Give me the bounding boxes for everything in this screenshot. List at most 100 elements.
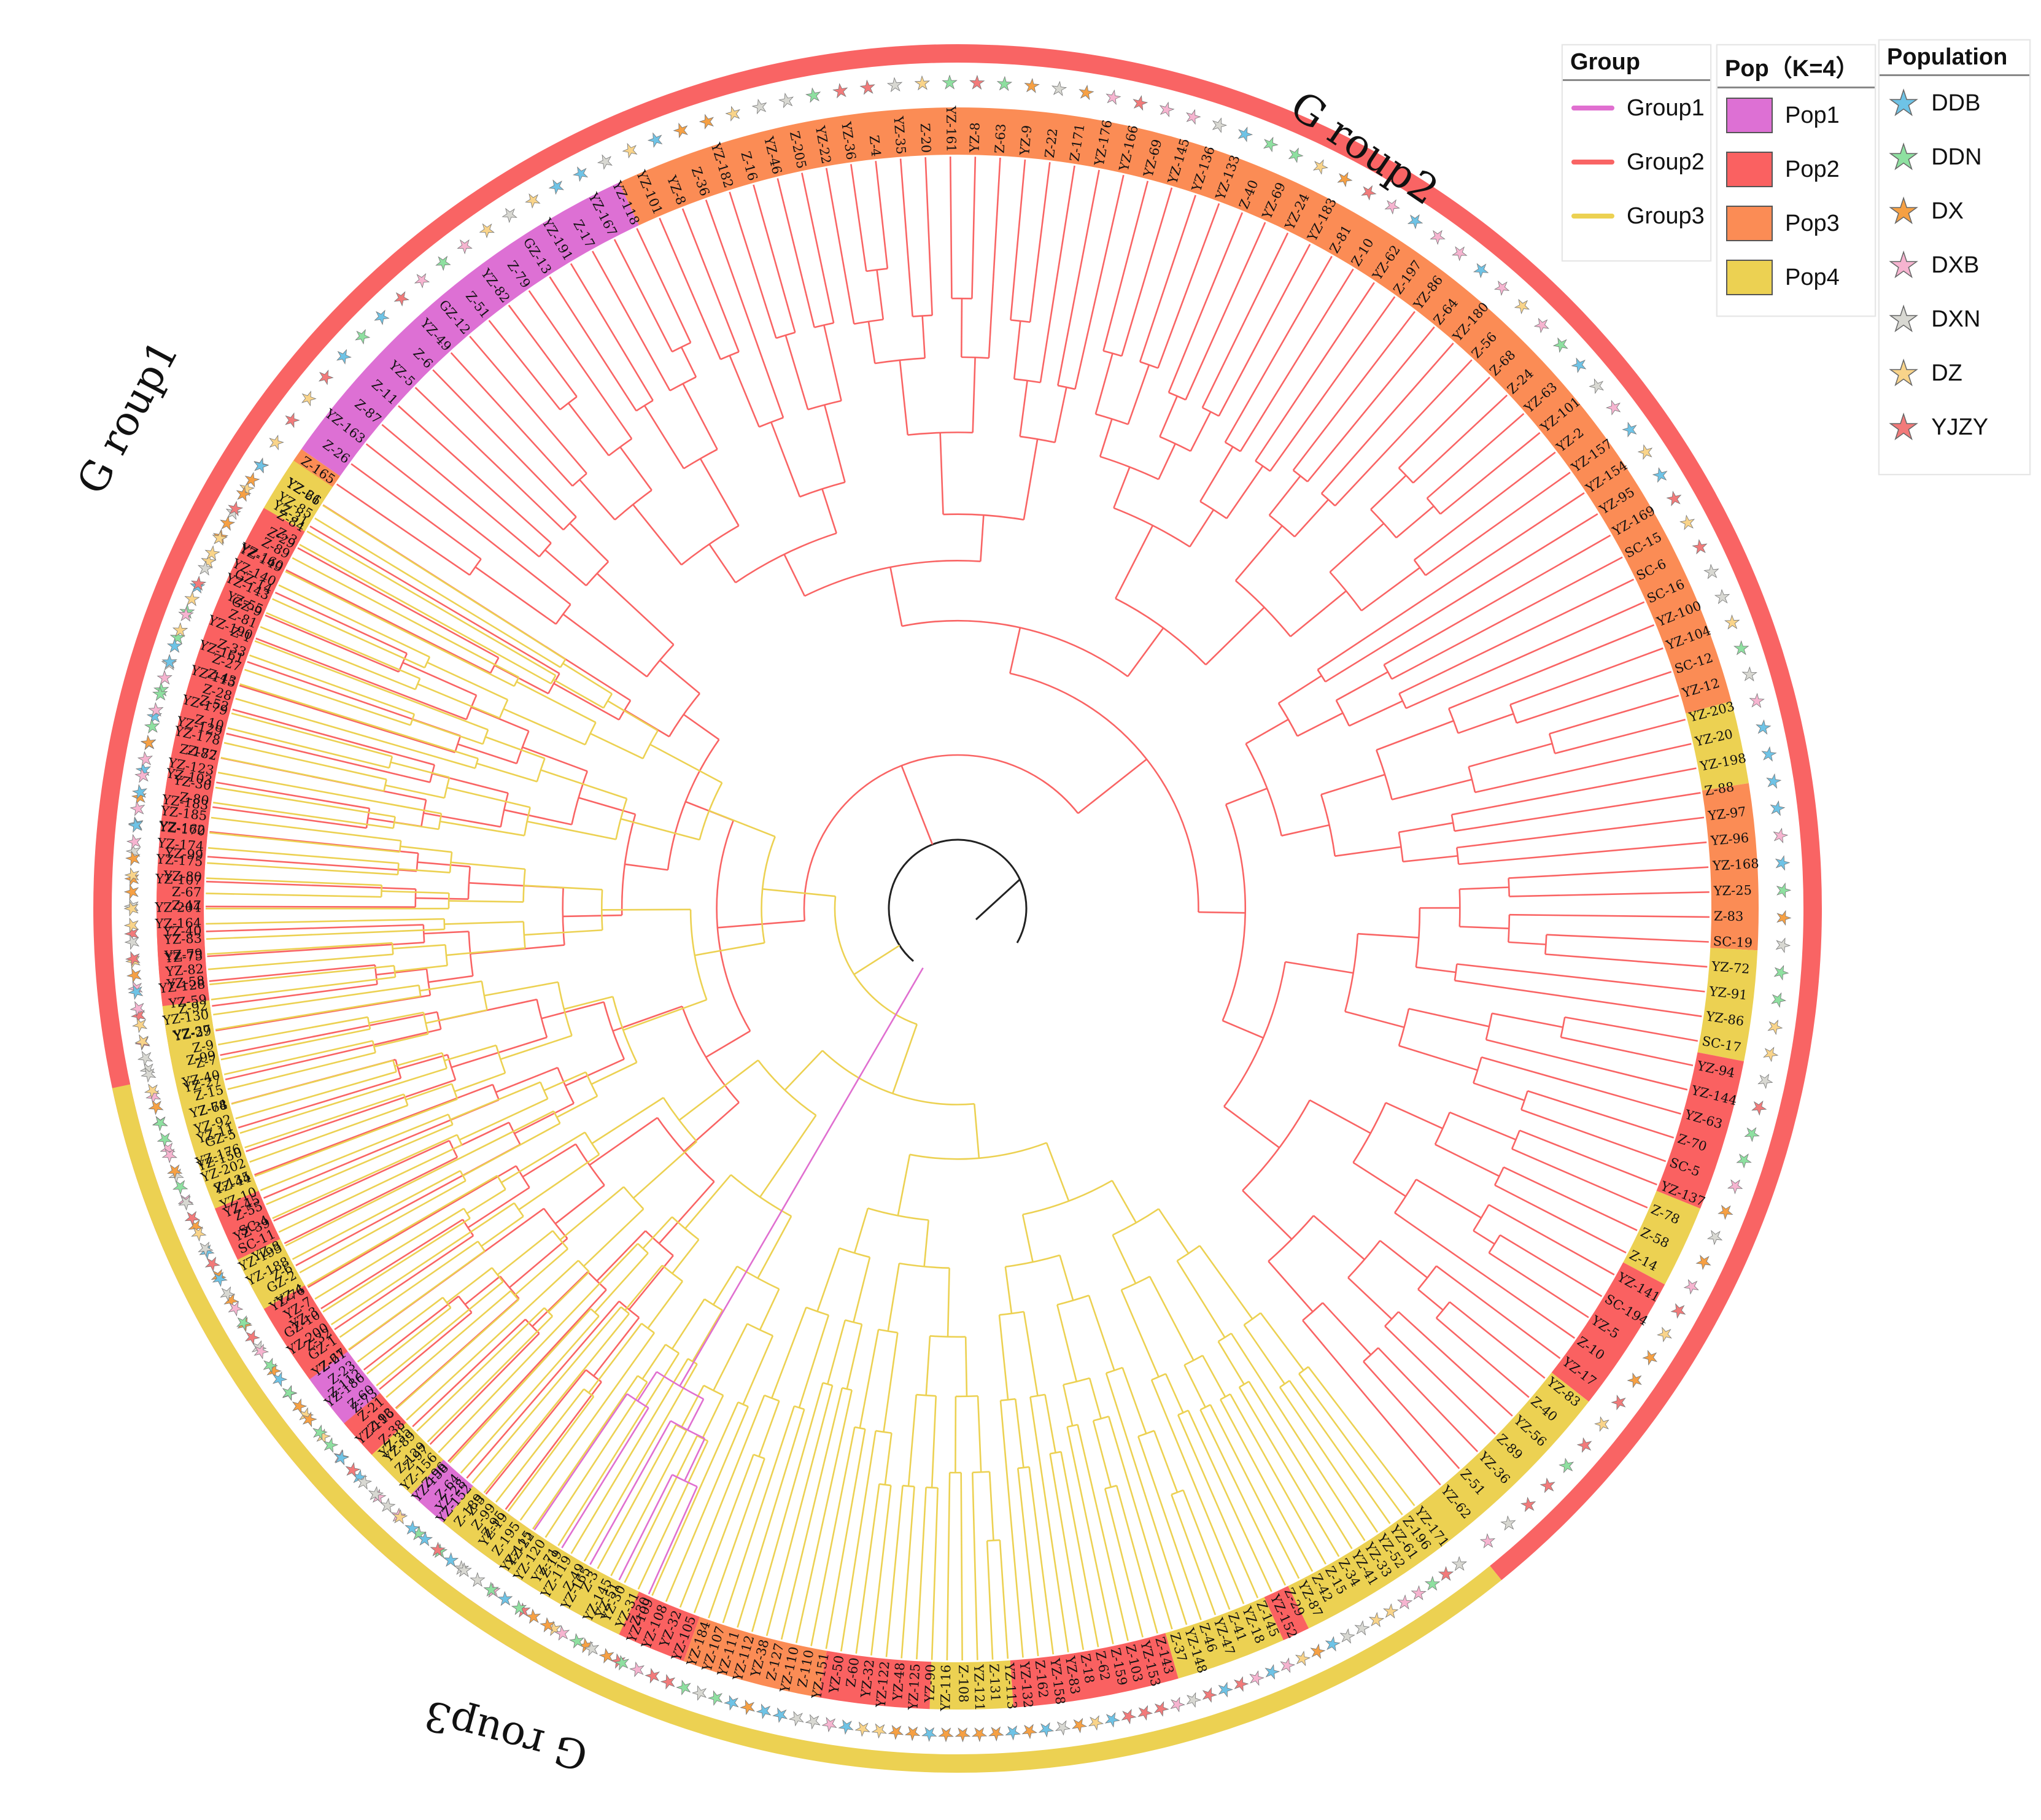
tree-branch xyxy=(784,1050,823,1091)
star-icon: ★ xyxy=(1691,1250,1716,1274)
tree-branch xyxy=(499,1276,520,1299)
tree-branch xyxy=(1488,1252,1589,1319)
star-icon: ★ xyxy=(1050,78,1069,100)
leaf-label: Z-108 xyxy=(956,1665,970,1703)
tree-branch xyxy=(285,570,515,687)
pop-segment xyxy=(683,1616,827,1698)
tree-branch xyxy=(491,1267,504,1282)
tree-branch xyxy=(412,1319,526,1427)
tree-branch xyxy=(226,732,430,783)
tree-branch xyxy=(1317,669,1326,683)
tree-branch xyxy=(1320,773,1385,796)
tree-branch xyxy=(1269,296,1396,472)
star-icon: ★ xyxy=(125,983,147,1001)
tree-branch xyxy=(1398,693,1407,709)
tree-branch xyxy=(320,1218,463,1309)
tree-branch xyxy=(1005,1254,1060,1268)
tree-branch xyxy=(1468,766,1476,793)
tree-branch xyxy=(463,1208,471,1219)
tree-branch xyxy=(451,861,525,870)
tree-branch xyxy=(1201,232,1289,408)
tree-branch xyxy=(559,396,578,411)
tree-branch xyxy=(643,405,685,470)
tree-branch xyxy=(1234,525,1283,581)
tree-branch xyxy=(1544,934,1547,955)
star-icon: ★ xyxy=(887,1721,905,1743)
star-icon: ★ xyxy=(1076,82,1096,104)
star-icon: ★ xyxy=(389,285,414,312)
tree-branch xyxy=(460,1315,600,1474)
tree-branch xyxy=(1383,535,1611,666)
tree-branch xyxy=(536,999,548,1038)
tree-branch xyxy=(1245,718,1289,745)
tree-branch xyxy=(1492,1012,1563,1028)
tree-branch xyxy=(1414,451,1556,561)
tree-branch xyxy=(825,168,855,324)
tree-branch xyxy=(1317,492,1585,671)
tree-branch xyxy=(1398,376,1490,469)
tree-branch xyxy=(216,781,370,810)
tree-branch xyxy=(1408,1008,1490,1028)
tree-branch xyxy=(474,566,557,625)
tree-branch xyxy=(505,1381,602,1510)
tree-branch xyxy=(1554,718,1686,754)
tree-branch xyxy=(1412,394,1508,484)
leaf-label: YZ-164 xyxy=(154,916,201,932)
pop-segment xyxy=(162,1000,259,1209)
star-icon: ★ xyxy=(837,1716,856,1738)
tree-branch xyxy=(552,1110,561,1124)
star-icon: ★ xyxy=(1004,1722,1021,1743)
tree-branch xyxy=(220,1011,438,1056)
tree-branch xyxy=(960,298,963,357)
tree-branch xyxy=(516,730,530,764)
tree-branch xyxy=(522,921,526,948)
tree-branch xyxy=(759,1115,817,1198)
tree-branch xyxy=(476,762,538,783)
leaf-label: YZ-99 xyxy=(164,845,204,862)
tree-branch xyxy=(278,1144,462,1233)
tree-branch xyxy=(1077,1424,1129,1641)
tree-branch xyxy=(1363,1361,1460,1470)
tree-branch xyxy=(751,1382,824,1632)
tree-branch xyxy=(614,489,653,521)
tree-branch xyxy=(621,814,637,916)
tree-branch xyxy=(1370,509,1397,538)
tree-branch xyxy=(322,505,566,660)
tree-branch xyxy=(757,1059,817,1117)
tree-branch xyxy=(579,479,616,521)
tree-branch xyxy=(1014,1398,1024,1468)
tree-branch xyxy=(1111,1180,1137,1223)
tree-branch xyxy=(641,1344,667,1380)
tree-branch xyxy=(524,929,603,936)
tree-branch xyxy=(887,1263,900,1331)
tree-branch xyxy=(735,532,837,584)
tree-branch xyxy=(570,1358,689,1554)
tree-branch xyxy=(999,1539,1009,1659)
tree-branch xyxy=(594,1252,649,1314)
pop-segment xyxy=(309,1351,381,1423)
tree-branch xyxy=(562,613,648,678)
tree-branch xyxy=(562,914,622,918)
tree-branch xyxy=(607,700,659,732)
tree-branch xyxy=(613,239,673,352)
tree-branch xyxy=(274,592,408,654)
tree-branch xyxy=(1115,1485,1158,1634)
star-icon: ★ xyxy=(1622,1368,1648,1393)
tree-branch xyxy=(348,1250,486,1350)
tree-branch xyxy=(548,673,560,694)
legend-group: Group Group1 Group2 Group3 xyxy=(1562,44,1711,261)
tree-branch xyxy=(533,1393,628,1531)
legend-population-label: DDN xyxy=(1931,144,1982,170)
tree-branch xyxy=(801,172,835,323)
star-icon: ★ xyxy=(1769,827,1791,845)
tree-branch xyxy=(1171,1494,1217,1616)
star-icon: ★ xyxy=(1762,772,1785,791)
tree-branch xyxy=(549,276,637,412)
tree-branch xyxy=(1413,559,1427,576)
tree-branch xyxy=(1158,1208,1190,1254)
tree-branch xyxy=(1516,671,1672,724)
tree-branch xyxy=(508,304,578,398)
star-icon: ★ xyxy=(134,1048,157,1067)
tree-branch xyxy=(334,1235,474,1330)
tree-branch xyxy=(624,1264,663,1311)
